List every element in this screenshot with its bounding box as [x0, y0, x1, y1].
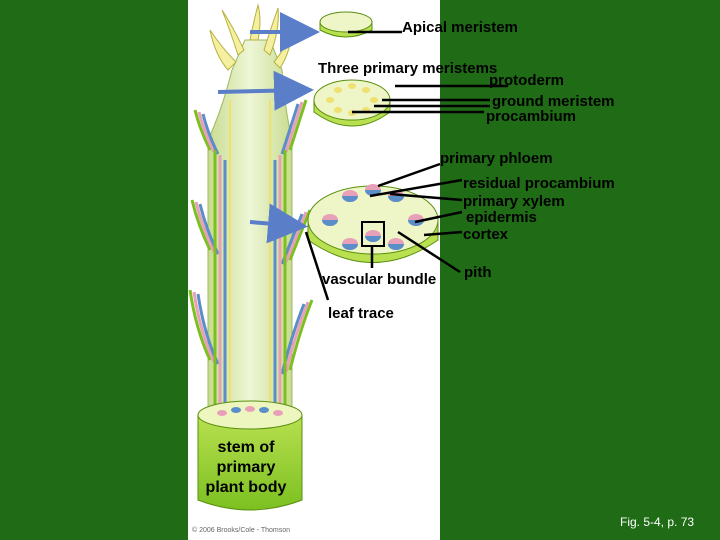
label-procambium: procambium	[486, 108, 577, 125]
label-leaf-trace: leaf trace	[328, 305, 394, 322]
label-residual-procambium: residual procambium	[463, 175, 615, 192]
figure-reference: Fig. 5-4, p. 73	[620, 515, 695, 529]
base-bundles	[217, 406, 283, 416]
label-apical-meristem: Apical meristem	[402, 19, 518, 36]
stem-label-line-2: primary	[216, 459, 276, 476]
copyright-notice: © 2006 Brooks/Cole - Thomson	[192, 527, 291, 534]
label-primary-xylem: primary xylem	[463, 193, 565, 210]
label-cortex: cortex	[463, 226, 509, 243]
apical-tip	[209, 3, 293, 71]
label-stem-of-primary-plant-body: stem of primary plant body	[196, 438, 296, 498]
arrows	[217, 12, 320, 244]
label-ground-meristem: ground meristem	[492, 93, 615, 110]
primary-meristems-section	[313, 79, 391, 127]
stem-label-line-1: stem of	[217, 439, 275, 456]
stem-label-line-3: plant body	[205, 479, 287, 496]
label-vascular-bundle: vascular bundle	[322, 271, 437, 288]
vascular-strands	[213, 100, 287, 410]
label-epidermis: epidermis	[466, 209, 537, 226]
stem-base	[197, 400, 303, 511]
leader-lines	[304, 30, 508, 301]
label-three-primary-meristems: Three primary meristems	[318, 60, 498, 77]
label-pith: pith	[464, 264, 492, 281]
label-primary-phloem: primary phloem	[440, 150, 553, 167]
label-protoderm: protoderm	[489, 72, 564, 89]
